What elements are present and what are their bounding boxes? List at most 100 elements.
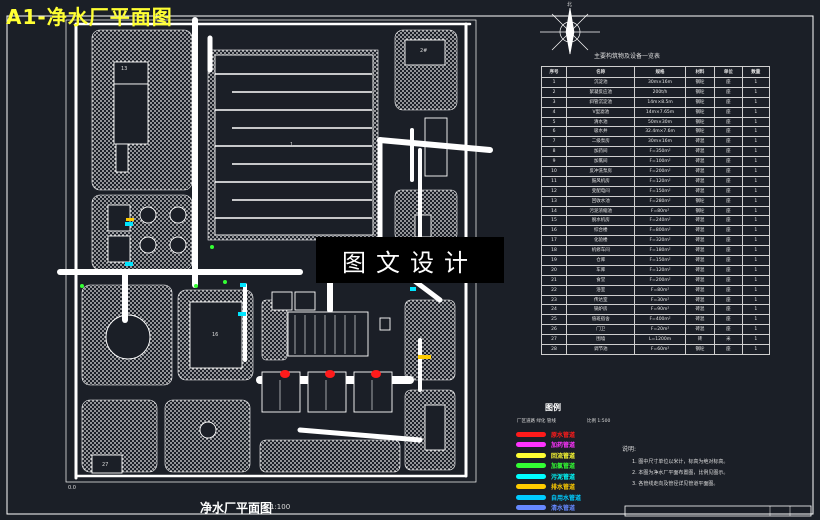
legend-swatch	[516, 473, 546, 479]
table-cell: F=30m²	[634, 294, 686, 306]
table-cell: 座	[714, 116, 743, 128]
table-cell: 18	[540, 245, 568, 257]
table-cell: 10	[540, 166, 568, 177]
legend-item: 回流管道	[516, 451, 576, 460]
table-cell: 1	[741, 126, 771, 138]
table-cell: 清水池	[566, 116, 636, 128]
legend-label: 排水管道	[551, 484, 576, 491]
table-cell: 砖混	[684, 245, 716, 257]
table-cell: 1	[741, 106, 771, 118]
table-cell: F=200m²	[634, 274, 686, 286]
table-cell: 1	[741, 274, 771, 286]
main-building-lanes	[215, 73, 372, 219]
table-cell: 座	[714, 205, 743, 217]
table-cell: 20	[540, 264, 568, 276]
table-cell: 30m×16m	[634, 77, 686, 88]
table-cell: 砖混	[684, 255, 716, 266]
table-cell: 1	[741, 334, 771, 346]
table-cell: 1	[741, 136, 771, 148]
table-cell: 26	[540, 324, 568, 336]
table-cell: 1	[741, 205, 771, 217]
table-cell: F=150m²	[634, 255, 686, 266]
legend-item: 污泥管道	[516, 472, 576, 481]
corner-label: 0.0	[68, 485, 76, 491]
drawing-title: 净水厂平面图	[200, 501, 273, 515]
table-cell: 砖混	[684, 324, 716, 336]
table-cell: 1	[741, 185, 771, 197]
building-label-main: 1	[290, 142, 294, 148]
table-cell: 座	[714, 225, 743, 237]
legend-label: 污泥管道	[551, 473, 576, 481]
table-cell: 钢砼	[684, 344, 716, 355]
table-cell: 32.4m×7.6m	[634, 126, 686, 138]
table-cell: F=100m²	[634, 156, 686, 168]
table-cell: V型滤池	[566, 106, 636, 118]
legend-swatch	[516, 463, 546, 468]
table-cell: 1	[741, 215, 771, 227]
table-cell: 座	[714, 96, 743, 108]
legend-label: 清水管道	[551, 505, 576, 512]
legend-label: 自用水管道	[551, 494, 582, 502]
table-cell: 传达室	[566, 294, 636, 306]
table-cell: 座	[714, 274, 743, 286]
table-cell: 鼓风机房	[566, 175, 636, 187]
table-cell: 门卫	[566, 324, 636, 336]
legend-scale: 比例 1:500	[587, 419, 611, 424]
table-cell: 1	[741, 156, 771, 168]
table-cell: 座	[714, 245, 743, 257]
tanks	[105, 206, 217, 439]
table-cell: 2	[540, 86, 568, 98]
table-cell: 钢砼	[684, 126, 716, 138]
table-cell: 砖混	[684, 215, 716, 227]
table-cell: 1	[741, 324, 771, 336]
table-cell: 9	[540, 156, 568, 168]
legend-swatch	[516, 505, 546, 510]
watermark: 图文设计	[316, 237, 504, 283]
table-cell: 座	[714, 185, 743, 197]
table-cell: 1	[741, 294, 771, 306]
table-cell: 8	[540, 146, 568, 158]
table-cell: 机修车间	[566, 245, 636, 257]
table-cell: 13	[540, 195, 568, 207]
process-hatching	[279, 315, 373, 410]
table-cell: 反冲洗泵房	[566, 166, 636, 177]
table-cell: 调节池	[566, 344, 636, 355]
table-cell: 砖混	[684, 235, 716, 247]
table-cell: 化验楼	[566, 235, 636, 247]
table-cell: 钢砼	[684, 116, 716, 128]
table-cell: 加氯间	[566, 156, 636, 168]
table-header-cell: 数量	[741, 66, 771, 78]
table-cell: F=120m²	[634, 264, 686, 276]
table-cell: 车库	[566, 264, 636, 276]
table-cell: 14	[540, 205, 568, 217]
table-cell: 钢砼	[684, 96, 716, 108]
table-cell: 1	[741, 96, 771, 108]
table-cell: 11	[540, 175, 568, 187]
table-cell: 钢砼	[684, 106, 716, 118]
table-cell: 14m×8.5m	[634, 96, 686, 108]
table-cell: 17	[540, 235, 568, 247]
table-cell: 23	[540, 294, 568, 306]
table-cell: 絮凝反应池	[566, 86, 636, 98]
table-cell: 5	[540, 116, 568, 128]
legend-label: 加药管道	[551, 442, 576, 449]
table-header-row: 序号名称规格材料单位数量	[540, 66, 771, 78]
table-cell: 钢砼	[684, 77, 716, 88]
legend-item: 加氯管道	[516, 462, 575, 470]
table-title: 主要构筑物及设备一览表	[594, 53, 661, 60]
legend-swatch	[516, 484, 546, 489]
table-cell: 砖混	[684, 166, 716, 177]
table-cell: 座	[714, 136, 743, 148]
table-cell: F=80m²	[634, 284, 686, 296]
table-cell: 综合楼	[566, 225, 636, 237]
legend-label: 回流管道	[551, 452, 576, 460]
